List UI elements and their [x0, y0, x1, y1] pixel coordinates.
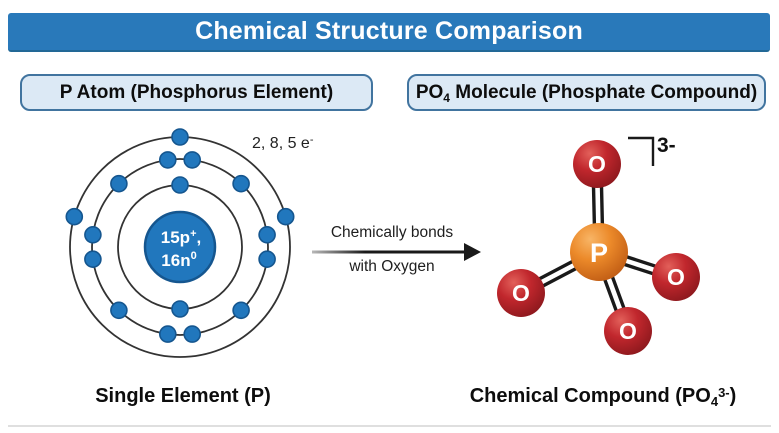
charge-label: 3- — [657, 134, 676, 157]
electron-dot — [232, 301, 250, 320]
electron-dot — [232, 174, 250, 193]
electron-dot — [258, 250, 276, 269]
electron-shell-middle — [91, 158, 269, 336]
title-banner: Chemical Structure Comparison — [8, 13, 770, 52]
reaction-arrowhead-icon — [464, 243, 481, 261]
bottom-divider — [8, 425, 771, 427]
oxygen-sphere-right — [652, 253, 700, 301]
nucleus-label-neutrons: 16n0 — [161, 250, 196, 270]
electron-dot — [183, 151, 201, 169]
nucleus-circle — [143, 210, 217, 284]
phosphorus-sphere — [570, 223, 628, 281]
nucleus-label-protons: 15p+, — [161, 228, 201, 247]
arrow-label-line2: with Oxygen — [349, 258, 435, 275]
oxygen-sphere-top — [573, 140, 621, 188]
right-panel-header-rest: Molecule (Phosphate Compound) — [449, 81, 758, 103]
oxygen-label-top: O — [588, 151, 606, 177]
oxygen-label-bottom: O — [619, 318, 637, 344]
reaction-arrow — [312, 243, 481, 261]
electron-dot — [84, 226, 102, 244]
electron-dot — [110, 174, 128, 193]
phosphorus-label: P — [590, 238, 608, 268]
left-panel-header-label: P Atom (Phosphorus Element) — [59, 81, 334, 103]
oxygen-label-right: O — [667, 264, 685, 290]
electron-dot — [171, 128, 189, 146]
electron-dot — [258, 226, 276, 244]
right-panel-header: PO4 Molecule (Phosphate Compound) — [407, 74, 766, 111]
arrow-label-line1: Chemically bonds — [330, 224, 454, 241]
electron-dot — [65, 207, 84, 226]
electron-dot — [276, 207, 295, 226]
oxygen-sphere-left — [497, 269, 545, 317]
oxygen-label-left: O — [512, 280, 530, 306]
electron-dot — [159, 151, 177, 169]
phosphate-molecule: 3- O O O O P — [497, 134, 700, 355]
electron-dot — [171, 176, 189, 194]
electron-dot — [110, 301, 128, 320]
page-title: Chemical Structure Comparison — [195, 17, 583, 45]
bohr-atom-shells — [65, 128, 295, 358]
right-caption: Chemical Compound (PO43-) — [469, 385, 737, 409]
electron-config-label: 2, 8, 5 e- — [252, 134, 314, 152]
right-panel-header-formula: PO — [415, 81, 444, 103]
charge-bracket — [628, 136, 655, 166]
oxygen-sphere-bottom — [604, 307, 652, 355]
left-caption: Single Element (P) — [95, 385, 271, 407]
electron-dot — [84, 250, 102, 269]
electron-dot — [183, 325, 201, 343]
right-panel-header-subscript: 4 — [443, 90, 450, 105]
electron-dot — [171, 300, 189, 318]
electron-dot — [159, 325, 177, 343]
left-panel-header: P Atom (Phosphorus Element) — [20, 74, 373, 111]
